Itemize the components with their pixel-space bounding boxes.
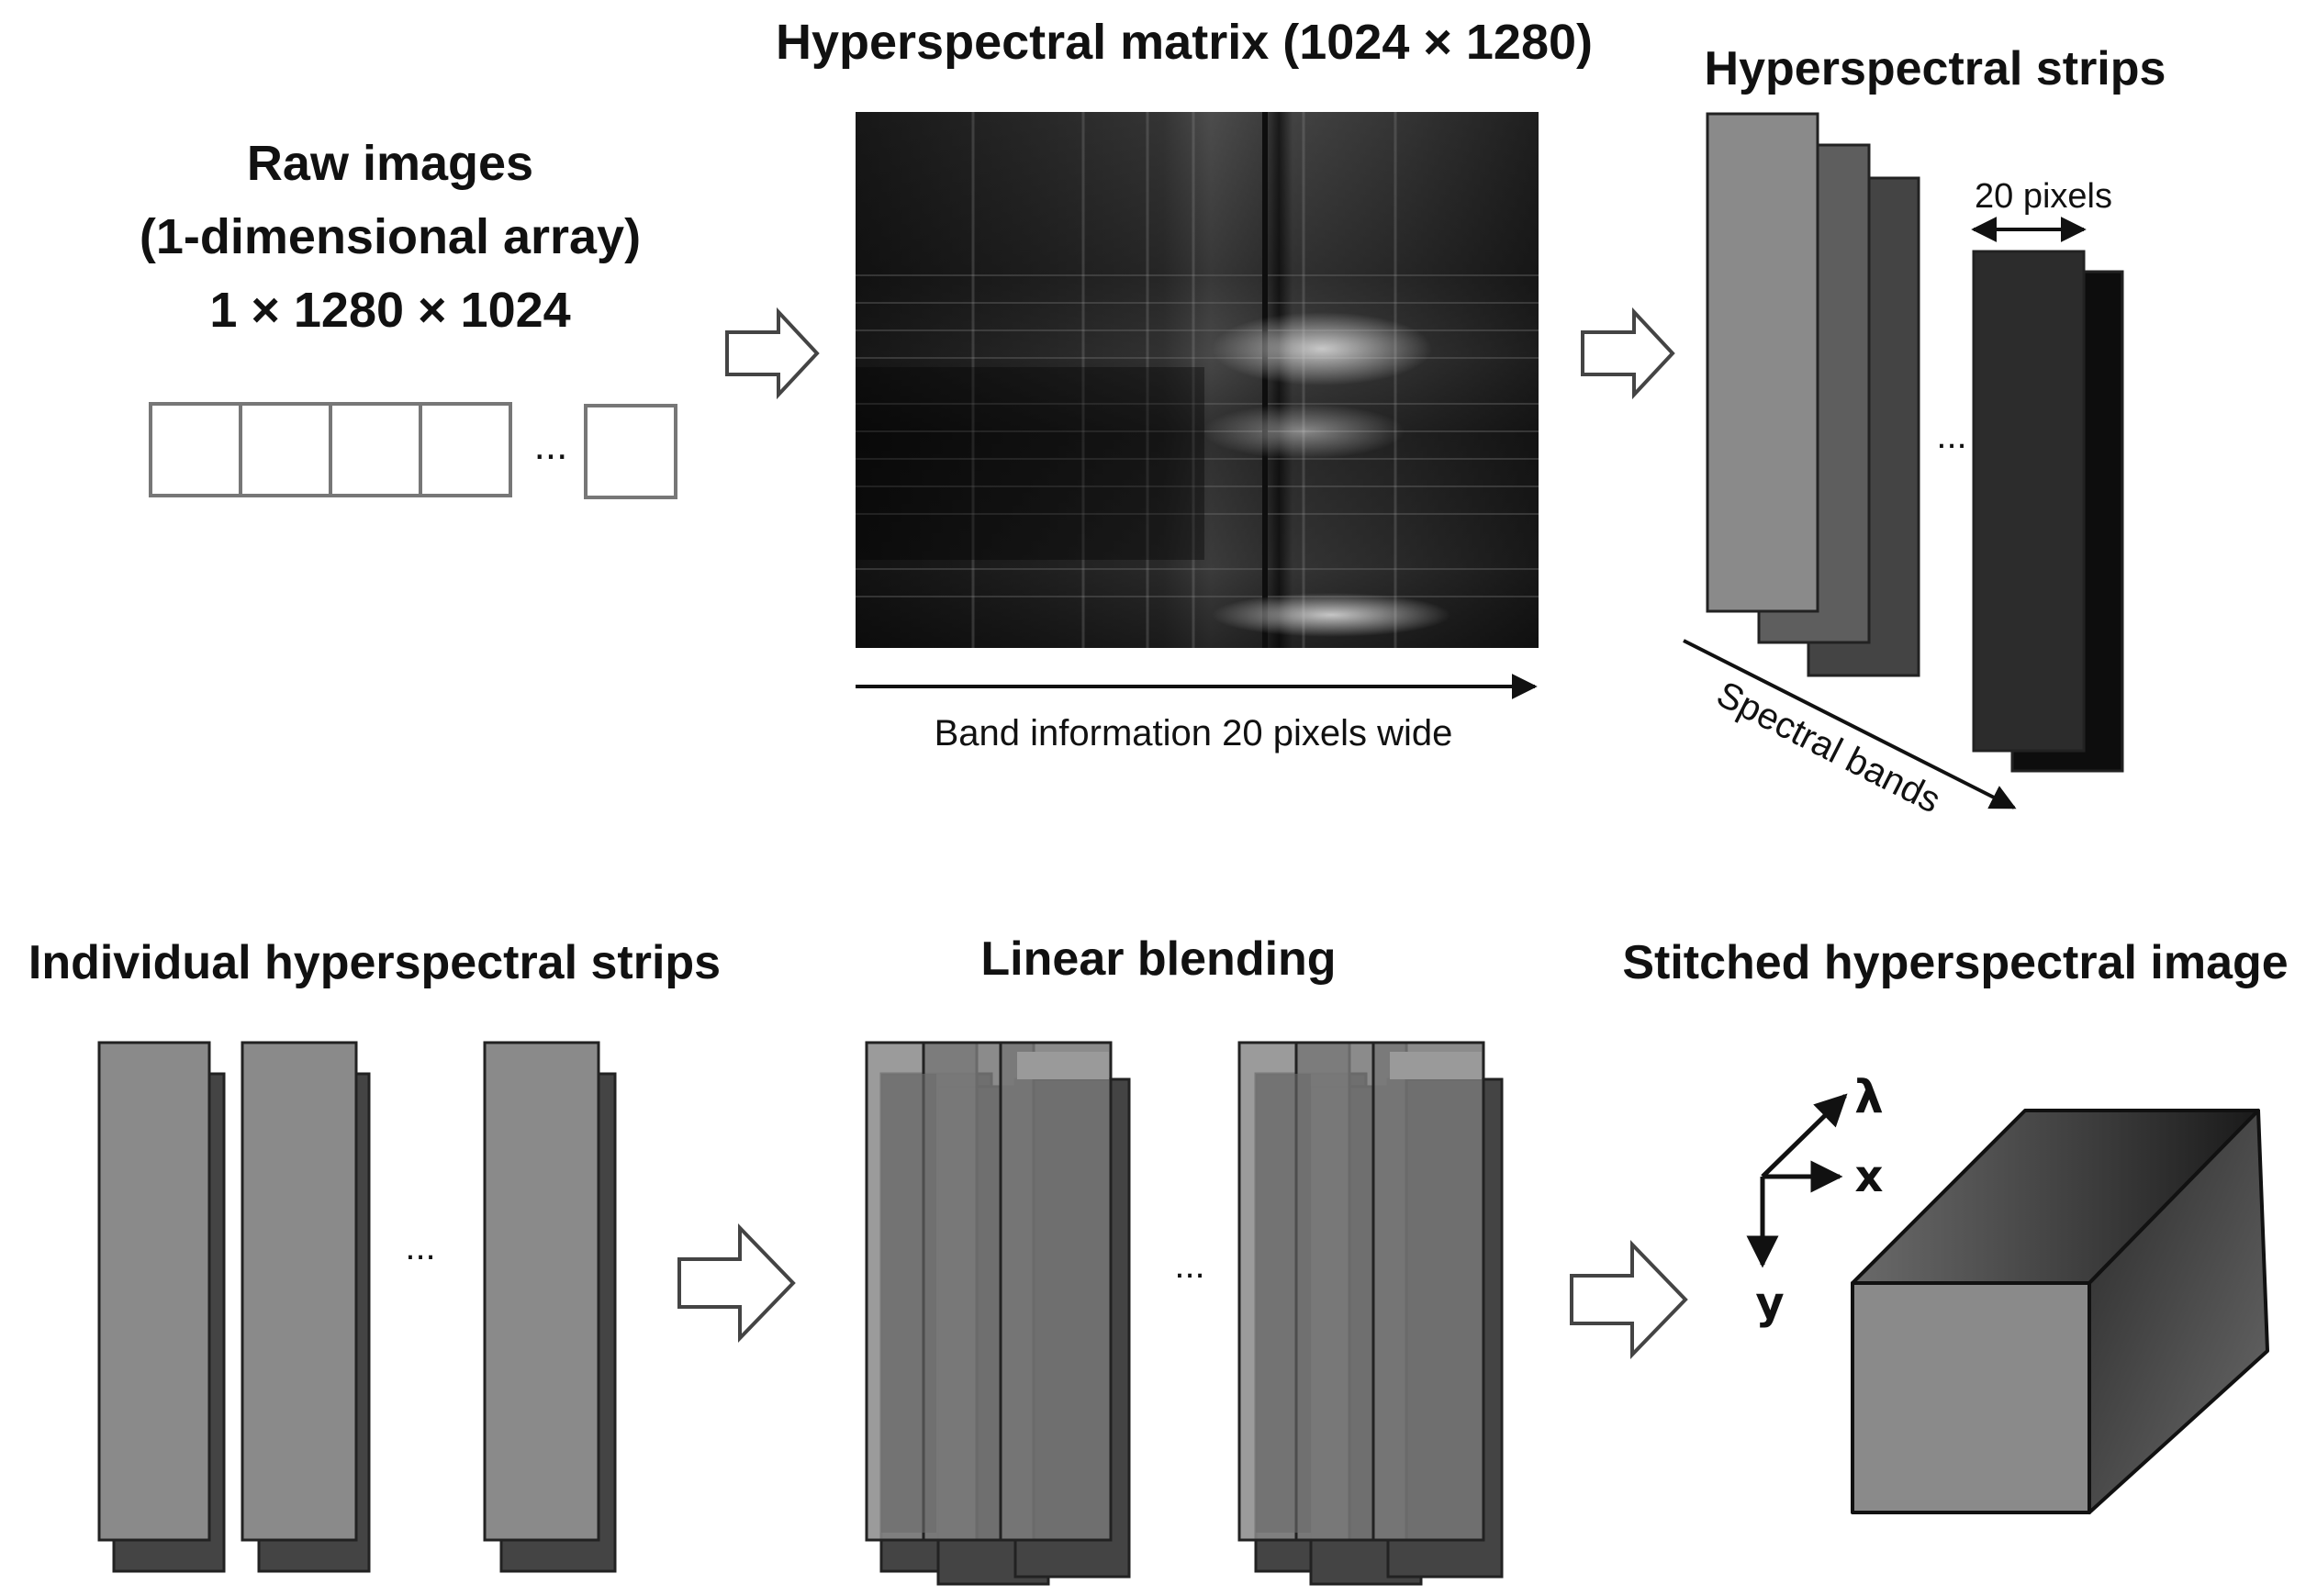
stitched-image-panel: Stitched hyperspectral image λ x y xyxy=(1622,936,2289,1514)
flow-arrow-4 xyxy=(1570,1240,1688,1359)
raw-array-cells xyxy=(149,402,677,499)
cube-front-face xyxy=(1851,1281,2091,1514)
raw-array-cell xyxy=(239,402,332,497)
individual-strips-title: Individual hyperspectral strips xyxy=(28,936,721,989)
axes-indicator: λ x y xyxy=(1746,1070,1884,1329)
axis-lambda-label: λ xyxy=(1854,1070,1884,1123)
raw-array-cell xyxy=(584,404,677,499)
raw-images-panel: Raw images (1-dimensional array) 1 × 128… xyxy=(140,136,677,499)
raw-array-ellipsis: ... xyxy=(534,423,568,468)
strip-width-label: 20 pixels xyxy=(1975,177,2112,216)
flow-arrow-3 xyxy=(677,1223,796,1343)
individual-strips-ellipsis: ... xyxy=(405,1227,435,1267)
raw-images-title-line2: (1-dimensional array) xyxy=(140,209,641,264)
spectral-bands-arrow xyxy=(1683,639,2017,809)
linear-blending-panel: Linear blending ... xyxy=(865,932,1504,1586)
flow-arrow-2 xyxy=(1581,307,1675,400)
spectral-bands-label: Spectral bands xyxy=(1710,674,1947,820)
raw-images-title-line1: Raw images xyxy=(247,136,533,191)
strips-ellipsis: ... xyxy=(1936,416,1966,456)
raw-array-cell xyxy=(419,402,512,497)
strips-title: Hyperspectral strips xyxy=(1705,42,2166,95)
individual-strip-front xyxy=(97,1041,211,1542)
individual-strip-front xyxy=(483,1041,600,1542)
axis-x-label: x xyxy=(1855,1151,1884,1202)
blending-ellipsis: ... xyxy=(1174,1245,1204,1286)
raw-array-cell xyxy=(149,402,242,497)
linear-blending-title: Linear blending xyxy=(980,932,1336,986)
strip-layer-1 xyxy=(1706,112,1819,613)
blended-group-right xyxy=(1237,1041,1504,1586)
individual-strip-front xyxy=(241,1041,358,1542)
hyperspectral-cube xyxy=(1851,1109,2269,1514)
stitched-image-title: Stitched hyperspectral image xyxy=(1622,936,2288,989)
matrix-title: Hyperspectral matrix (1024 × 1280) xyxy=(776,15,1593,70)
raw-images-title-line3: 1 × 1280 × 1024 xyxy=(209,283,570,338)
hyperspectral-strips-panel: Hyperspectral strips ... 20 pixels Spect… xyxy=(1683,42,2166,821)
hyperspectral-matrix-panel: Hyperspectral matrix (1024 × 1280) xyxy=(776,15,1593,753)
individual-strips-panel: Individual hyperspectral strips ... xyxy=(28,936,721,1573)
band-information-label: Band information 20 pixels wide xyxy=(935,713,1453,753)
strip-layer-n xyxy=(1972,250,2086,753)
matrix-image xyxy=(856,112,1539,648)
raw-array-cell xyxy=(329,402,422,497)
blended-group-left xyxy=(865,1041,1131,1586)
flow-arrow-1 xyxy=(725,307,820,400)
axis-y-label: y xyxy=(1755,1278,1784,1329)
